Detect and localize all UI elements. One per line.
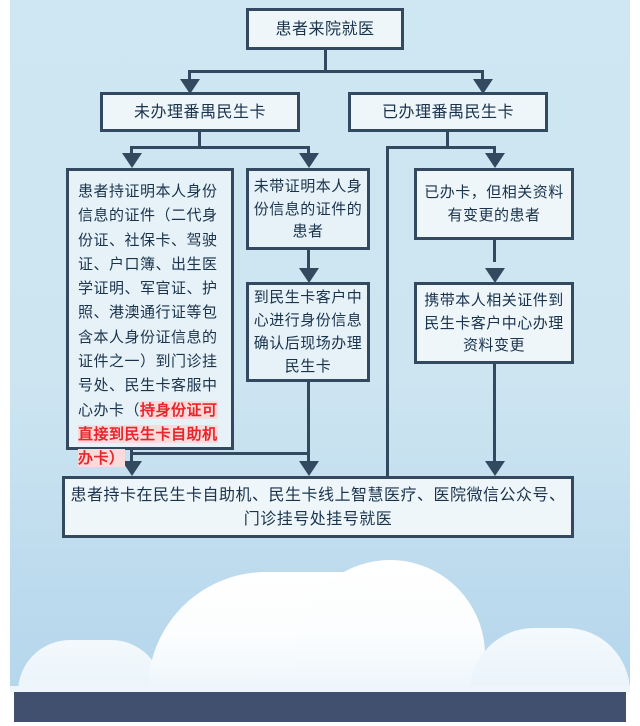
node-patient-visit[interactable]: 患者来院就医 bbox=[246, 8, 404, 50]
connector-final-mid-drop bbox=[307, 404, 310, 464]
node-card-info-changed[interactable]: 已办卡，但相关资料有变更的患者 bbox=[414, 168, 574, 240]
connector-no-id-drop bbox=[307, 146, 310, 156]
connector-has-card-bypass bbox=[386, 146, 389, 478]
node-update-information[interactable]: 携带本人相关证件到民生卡客户中心办理资料变更 bbox=[414, 282, 574, 364]
cloud-baseline bbox=[10, 686, 630, 692]
bottom-bar bbox=[14, 692, 626, 722]
node-go-service-center-label: 到民生卡客户中心进行身份信息确认后现场办理民生卡 bbox=[253, 288, 363, 375]
node-with-id-part1: 患者持证明本人身份信息的证件（二代身份证、社保卡、驾驶证、户口簿、出生医学证明、… bbox=[78, 182, 218, 419]
arrow-to-update-info bbox=[485, 268, 505, 283]
node-no-id-patient-label: 未带证明本人身份信息的证件的患者 bbox=[253, 176, 363, 241]
node-with-id-documents[interactable]: 患者持证明本人身份信息的证件（二代身份证、社保卡、驾驶证、户口簿、出生医学证明、… bbox=[66, 168, 234, 468]
node-patient-visit-label: 患者来院就医 bbox=[275, 18, 375, 38]
arrow-to-no-id bbox=[299, 153, 319, 168]
connector-service-out bbox=[307, 382, 310, 406]
connector-changed-to-update bbox=[493, 240, 496, 262]
connector-changed-drop bbox=[493, 146, 496, 156]
arrow-to-no-card bbox=[180, 79, 200, 94]
arrow-to-service-center bbox=[299, 268, 319, 283]
connector-no-id-to-service bbox=[307, 250, 310, 272]
connector-no-card-horizontal bbox=[130, 146, 310, 149]
connector-final-left-drop bbox=[130, 452, 133, 464]
connector-top-right-drop bbox=[481, 70, 484, 82]
cloud-left-icon bbox=[18, 640, 163, 692]
node-no-id-patient[interactable]: 未带证明本人身份信息的证件的患者 bbox=[246, 168, 370, 250]
node-no-card-label: 未办理番禺民生卡 bbox=[133, 101, 266, 121]
node-card-info-changed-label: 已办卡，但相关资料有变更的患者 bbox=[424, 183, 564, 224]
node-update-information-label: 携带本人相关证件到民生卡客户中心办理资料变更 bbox=[424, 290, 564, 355]
arrow-to-final-right bbox=[485, 461, 505, 476]
node-final-registration-label: 患者持卡在民生卡自助机、民生卡线上智慧医疗、医院微信公众号、门诊挂号处挂号就医 bbox=[70, 484, 566, 528]
arrow-to-with-id bbox=[122, 153, 142, 168]
arrow-to-changed bbox=[485, 153, 505, 168]
connector-top-left-drop bbox=[188, 70, 191, 82]
connector-has-card-stem bbox=[446, 132, 449, 148]
node-has-card-label: 已办理番禺民生卡 bbox=[381, 101, 514, 121]
node-no-card[interactable]: 未办理番禺民生卡 bbox=[100, 92, 300, 132]
connector-left-merge bbox=[130, 452, 310, 455]
arrow-to-final-left bbox=[122, 461, 142, 476]
node-has-card[interactable]: 已办理番禺民生卡 bbox=[348, 92, 548, 132]
node-final-registration[interactable]: 患者持卡在民生卡自助机、民生卡线上智慧医疗、医院微信公众号、门诊挂号处挂号就医 bbox=[62, 476, 574, 538]
node-with-id-text: 患者持证明本人身份信息的证件（二代身份证、社保卡、驾驶证、户口簿、出生医学证明、… bbox=[78, 179, 222, 471]
connector-top-stem bbox=[324, 50, 327, 72]
connector-has-card-horizontal bbox=[386, 146, 496, 149]
node-go-service-center[interactable]: 到民生卡客户中心进行身份信息确认后现场办理民生卡 bbox=[246, 282, 370, 382]
arrow-to-has-card bbox=[473, 79, 493, 94]
arrow-to-final-mid bbox=[299, 461, 319, 476]
connector-update-out bbox=[493, 364, 496, 464]
connector-with-id-drop bbox=[130, 146, 133, 156]
connector-top-horizontal bbox=[188, 70, 484, 73]
connector-no-card-stem bbox=[198, 132, 201, 148]
